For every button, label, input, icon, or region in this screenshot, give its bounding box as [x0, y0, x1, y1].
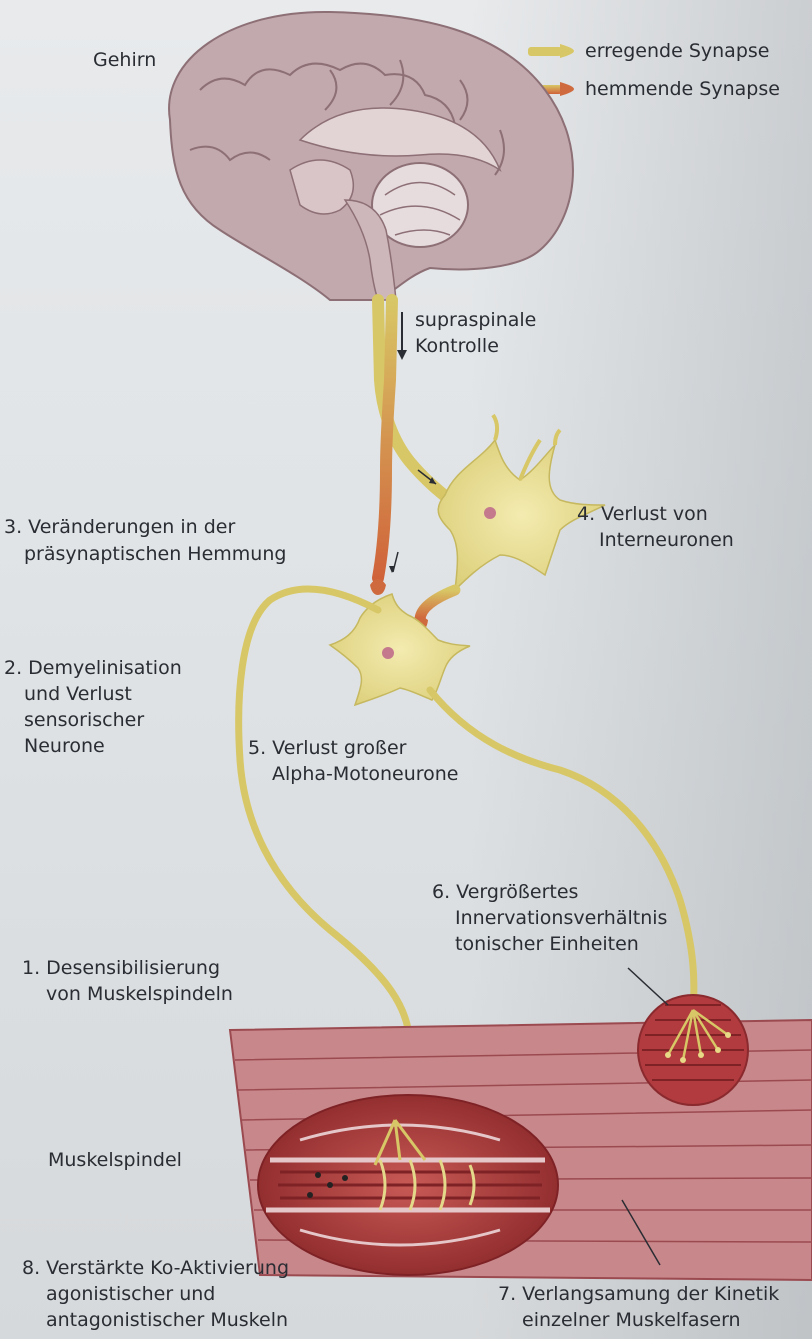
- tonic-motor-unit: [638, 995, 748, 1105]
- motor-axon: [430, 690, 694, 1010]
- label-supraspinal-2: Kontrolle: [415, 334, 499, 358]
- label-item7-line1: 7. Verlangsamung der Kinetik: [498, 1282, 779, 1306]
- label-supraspinal-1: supraspinale: [415, 308, 536, 332]
- motoneuron-cell: [330, 594, 470, 705]
- pointer-item6: [628, 968, 668, 1005]
- label-item3-line2: präsynaptischen Hemmung: [24, 542, 286, 566]
- label-item4-line1: 4. Verlust von: [577, 502, 708, 526]
- label-item8-line3: antagonistischer Muskeln: [46, 1308, 288, 1332]
- label-item8-line1: 8. Verstärkte Ko-Aktivierung: [22, 1256, 289, 1280]
- label-brain: Gehirn: [93, 48, 156, 72]
- label-item8-line2: agonistischer und: [46, 1282, 215, 1306]
- label-item6-line3: tonischer Einheiten: [455, 932, 639, 956]
- label-item1-line2: von Muskelspindeln: [46, 982, 233, 1006]
- label-item6-line2: Innervationsverhältnis: [455, 906, 667, 930]
- label-item2-line2: und Verlust: [24, 682, 132, 706]
- label-item2-line1: 2. Demyelinisation: [4, 656, 182, 680]
- label-item7-line2: einzelner Muskelfasern: [522, 1308, 741, 1332]
- label-item2-line3: sensorischer: [24, 708, 144, 732]
- muscle-spindle: [258, 1095, 558, 1275]
- legend-inhibitory-label: hemmende Synapse: [585, 77, 780, 101]
- legend-excitatory-swatch: [528, 44, 574, 58]
- label-item5-line1: 5. Verlust großer: [248, 736, 406, 760]
- label-item4-line2: Interneuronen: [599, 528, 734, 552]
- brain-illustration: [169, 12, 573, 300]
- label-item5-line2: Alpha-Motoneurone: [272, 762, 459, 786]
- supraspinal-arrow: [397, 312, 407, 360]
- label-item3-line1: 3. Veränderungen in der: [4, 515, 235, 539]
- interneuron-cell: [410, 415, 605, 632]
- label-muscle-spindle: Muskelspindel: [48, 1148, 182, 1172]
- label-item6-line1: 6. Vergrößertes: [432, 880, 578, 904]
- label-item2-line4: Neurone: [24, 734, 105, 758]
- legend-excitatory-label: erregende Synapse: [585, 39, 769, 63]
- label-item1-line1: 1. Desensibilisierung: [22, 956, 220, 980]
